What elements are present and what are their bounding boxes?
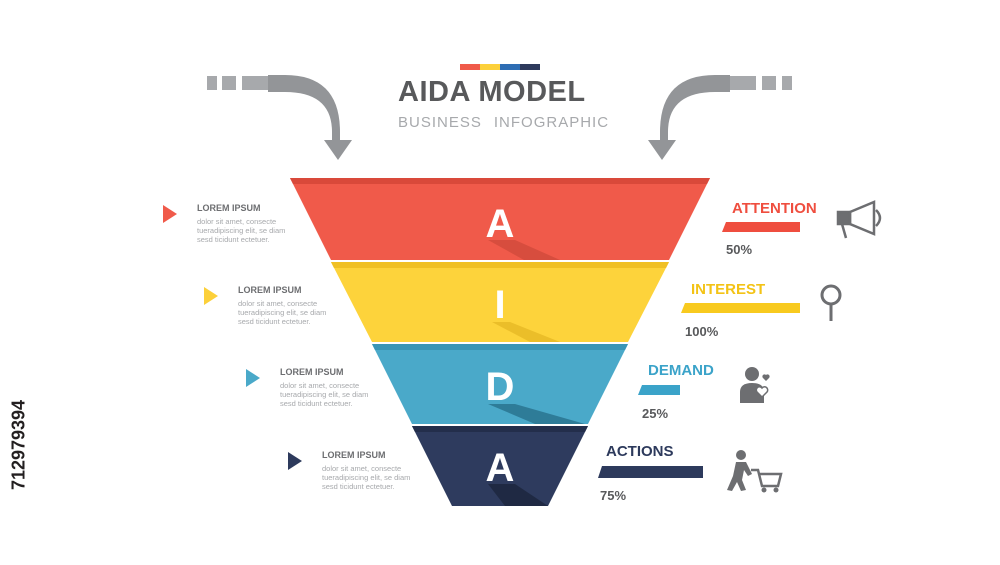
left-curved-arrow-icon (207, 75, 352, 160)
magnifier-icon (820, 284, 842, 321)
person-heart-icon (740, 367, 770, 403)
triangle-marker-icon (163, 205, 177, 223)
stage-percent-interest: 100% (685, 324, 719, 339)
triangle-marker-icon (288, 452, 302, 470)
funnel-segment-attention (290, 178, 710, 260)
strip-blue (500, 64, 520, 70)
stage-bar-interest (681, 303, 800, 313)
funnel-letter-attention: A (485, 202, 515, 246)
strip-yellow (480, 64, 500, 70)
triangle-marker-icon (246, 369, 260, 387)
page-subtitle: BUSINESS INFOGRAPHIC (398, 114, 621, 131)
funnel-letter-interest: I (494, 283, 506, 327)
funnel-segment-demand (372, 344, 628, 424)
stage-label-demand: DEMAND (648, 362, 714, 379)
stage-percent-demand: 25% (642, 406, 669, 421)
funnel-letter-demand: D (485, 365, 515, 409)
funnel-segment-interest (331, 262, 669, 342)
left-item-title: LOREM IPSUM (238, 285, 302, 295)
subtitle-business: BUSINESS (398, 114, 482, 131)
color-strip (460, 64, 540, 70)
right-curved-arrow-icon (648, 75, 792, 160)
shopping-cart-person-icon (727, 450, 783, 493)
left-item-title: LOREM IPSUM (322, 450, 386, 460)
subtitle-infographic: INFOGRAPHIC (493, 114, 610, 131)
left-item-text: dolor sit amet, consecte tueradipiscing … (197, 217, 286, 244)
strip-red (460, 64, 480, 70)
stage-percent-attention: 50% (726, 242, 753, 257)
stage-label-actions: ACTIONS (606, 443, 674, 460)
left-item-text: dolor sit amet, consecte tueradipiscing … (322, 464, 411, 491)
left-item-text: dolor sit amet, consecte tueradipiscing … (238, 299, 327, 326)
left-item-title: LOREM IPSUM (197, 203, 261, 213)
left-item-title: LOREM IPSUM (280, 367, 344, 377)
stage-bar-actions (598, 466, 703, 478)
page-title: AIDA MODEL (398, 76, 586, 108)
funnel-letter-actions: A (485, 446, 515, 490)
stage-label-attention: ATTENTION (732, 200, 817, 217)
stage-label-interest: INTEREST (691, 281, 766, 298)
stock-id-watermark: 712979394 (6, 330, 32, 560)
stage-bar-demand (638, 385, 680, 395)
stage-percent-actions: 75% (600, 488, 627, 503)
left-item-text: dolor sit amet, consecte tueradipiscing … (280, 381, 369, 408)
strip-navy (520, 64, 540, 70)
funnel-segment-actions (412, 426, 588, 506)
stock-id-text: 712979394 (8, 399, 29, 491)
stage-bar-attention (722, 222, 800, 232)
triangle-marker-icon (204, 287, 218, 305)
megaphone-icon (836, 200, 882, 239)
